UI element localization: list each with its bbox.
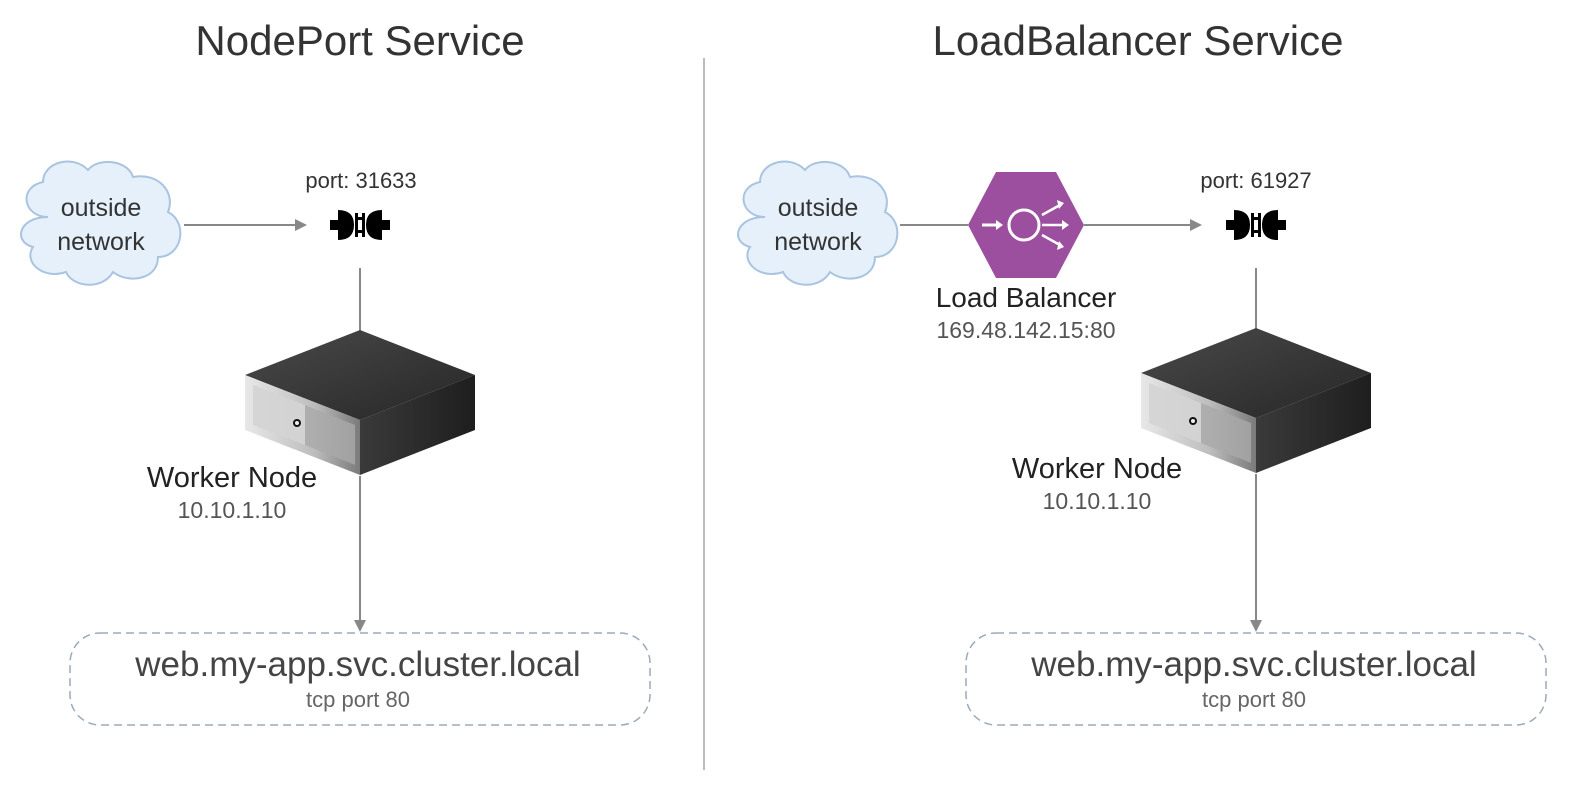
cloud-label-line2: network [57,228,145,256]
service-box [69,632,651,726]
cloud-label-line1: outside [778,194,859,222]
service-name: web.my-app.svc.cluster.local [1030,645,1476,684]
port-label: port: 61927 [1200,168,1311,193]
cloud-icon [737,160,899,286]
load-balancer-label: Load Balancer [936,282,1117,313]
plug-icon [330,210,390,240]
server-icon [1141,328,1371,473]
load-balancer-ip: 169.48.142.15:80 [936,317,1115,343]
port-label: port: 31633 [305,168,416,193]
worker-node-ip: 10.10.1.10 [1043,488,1152,514]
worker-node-label: Worker Node [1012,453,1182,485]
cloud-icon [20,160,182,286]
cloud-label-line1: outside [61,194,142,222]
cloud-label-line2: network [774,228,862,256]
service-box [965,632,1547,726]
loadbalancer-title: LoadBalancer Service [933,17,1344,64]
service-port: tcp port 80 [306,687,410,712]
outside-network-cloud: outside network [20,160,182,286]
worker-node-label: Worker Node [147,462,317,494]
outside-network-cloud: outside network [737,160,899,286]
worker-node-ip: 10.10.1.10 [178,497,287,523]
service-name: web.my-app.svc.cluster.local [134,645,580,684]
server-icon [245,330,475,475]
plug-icon [1226,210,1286,240]
loadbalancer-panel: LoadBalancer Service outside network Loa… [737,17,1547,726]
nodeport-title: NodePort Service [195,17,524,64]
load-balancer-icon [968,172,1084,278]
nodeport-panel: NodePort Service outside network port: 3… [20,17,651,726]
service-port: tcp port 80 [1202,687,1306,712]
